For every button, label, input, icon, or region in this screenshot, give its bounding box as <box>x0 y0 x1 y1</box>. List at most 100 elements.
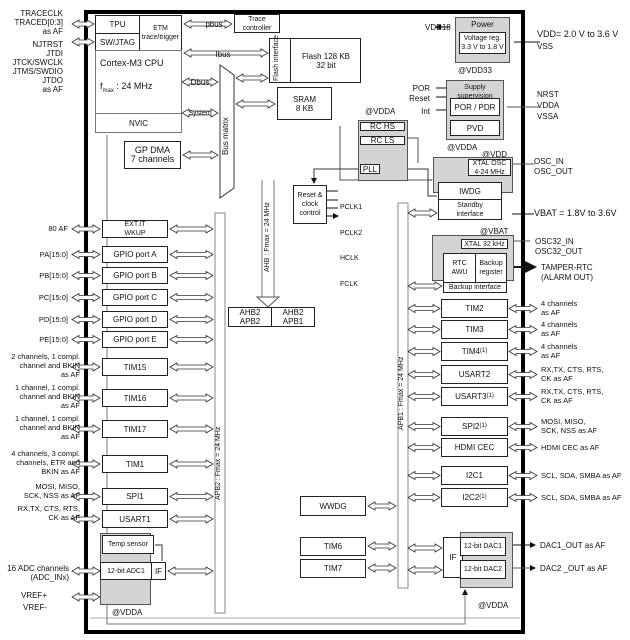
apb1-arrow <box>407 303 441 314</box>
dac-vdda-label: @VDDA <box>478 601 509 610</box>
left-peripheral-pin-label: 1 channel, 1 compl. channel and BKIN as … <box>14 414 80 441</box>
clock-output-hclk: HCLK <box>340 255 359 262</box>
ahb2-apb2-bridge: AHB2 APB2 <box>228 307 272 327</box>
trace-controller-block: Trace controller <box>234 14 280 33</box>
clock-output-pclk1: PCLK1 <box>340 204 363 211</box>
cpu-fmax: fmax : 24 MHz <box>100 82 152 96</box>
nvic-block: NVIC <box>95 113 182 133</box>
right-peripheral-block: HDMI CEC <box>441 438 508 457</box>
right-peripheral-name: USART3 <box>455 392 487 401</box>
right-peripheral-block: I2C1 <box>441 466 508 485</box>
tpu-block: TPU <box>95 15 140 34</box>
ahb-bus-line <box>261 180 275 297</box>
left-peripheral-pin-label: PA[15:0] <box>39 250 68 259</box>
vdda-supply-label: @VDDA <box>447 143 478 152</box>
right-peripheral-block: TIM2 <box>441 299 508 318</box>
adc-if-block: IF <box>151 562 166 580</box>
right-peripheral-name: I2C1 <box>466 471 483 480</box>
apb2-arrow <box>169 249 214 260</box>
reset-clock-control-block: Reset & clock control <box>293 185 327 224</box>
xtal-osc-block: XTAL OSC 4-24 MHz <box>468 159 511 176</box>
io-arrow-left <box>71 292 101 303</box>
right-peripheral-pin-label: MOSI, MISO, SCK, NSS as AF <box>541 417 598 435</box>
apb1-arrow <box>407 470 441 481</box>
ahb-label: AHB : Fmax = 24 MHz <box>264 202 271 272</box>
backup-register-block: Backup register <box>475 253 507 283</box>
right-peripheral-name: TIM2 <box>465 304 484 313</box>
apb1-bus-bar <box>397 202 409 589</box>
clock-output-fclk: FCLK <box>340 280 358 288</box>
rc-ls-block: RC LS <box>360 136 405 145</box>
right-peripheral-pin-label: RX,TX, CTS, RTS, CK as AF <box>541 365 604 383</box>
sram-arrow <box>235 99 276 109</box>
backup-interface-block: Backup interface <box>443 282 507 293</box>
tamper-rtc-label: TAMPER-RTC (ALARM OUT) <box>541 263 593 282</box>
left-peripheral-pin-label: PE[15:0] <box>39 335 68 344</box>
flash-interface-block: Flash interface <box>269 35 291 83</box>
vss-label: VSS <box>537 42 554 51</box>
standby-bus-arrow <box>407 208 438 218</box>
power-title: Power <box>471 20 494 29</box>
apb1-arrow <box>407 442 441 453</box>
io-arrow-right <box>508 492 538 503</box>
apb1-arrow <box>407 421 441 432</box>
right-peripheral-footnote: (1) <box>479 423 487 429</box>
apb1-label: APB1 : Fmax = 24 MHz <box>398 356 405 430</box>
reset-label: Reset <box>409 94 430 103</box>
io-arrow-left <box>71 393 101 403</box>
flash-arrow <box>235 73 269 83</box>
vdd33-label: @VDD33 <box>458 66 492 75</box>
apb2-arrow <box>169 224 214 234</box>
temp-sensor-link <box>155 544 163 561</box>
io-arrow-right <box>508 442 538 453</box>
left-peripheral-block: GPIO port B <box>102 267 168 284</box>
adc1-block: 12-bit ADC1 <box>100 562 152 580</box>
io-arrow-left <box>71 459 101 469</box>
ibus-label: Ibus <box>215 50 231 59</box>
left-peripheral-pin-label: MOSI, MISO, SCK, NSS as AF <box>23 482 80 500</box>
vdd-label: @VDD <box>482 150 508 159</box>
osc-pins-label: OSC_IN OSC_OUT <box>534 157 573 176</box>
xtal-32khz-block: XTAL 32 kHz <box>461 239 508 249</box>
left-peripheral-block: GPIO port D <box>102 311 168 328</box>
left-peripheral-block: GPIO port A <box>102 246 168 263</box>
left-peripheral-block: EXT.IT WKUP <box>102 220 168 238</box>
vbat-range-label: VBAT = 1.8V to 3.6V <box>534 208 617 218</box>
right-peripheral-footnote: (1) <box>479 494 487 500</box>
left-peripheral-pin-label: 4 channels, 3 compl. channels, ETR and B… <box>11 449 80 476</box>
bus-matrix-label: Bus matrix <box>221 117 230 155</box>
apb1-arrow <box>407 324 441 335</box>
io-arrow-right <box>508 421 538 432</box>
supply-out-arrows <box>436 27 450 111</box>
right-peripheral-block: SPI2(1) <box>441 417 508 436</box>
adc-bus-arrow <box>167 566 214 576</box>
apb1-arrow <box>407 346 441 357</box>
right-peripheral-block: TIM4(1) <box>441 342 508 361</box>
fmax-prefix: f <box>100 81 103 91</box>
gp-dma-block: GP DMA 7 channels <box>124 141 181 169</box>
wwdg-block: WWDG <box>300 496 366 516</box>
right-peripheral-name: I2C2 <box>462 493 480 502</box>
left-peripheral-block: TIM17 <box>102 420 168 438</box>
swjtag-block: SW/JTAG <box>95 33 140 51</box>
right-peripheral-pin-label: 4 channels as AF <box>541 299 578 317</box>
apb2-arrow <box>169 292 214 303</box>
tim6-block: TIM6 <box>300 537 366 556</box>
io-arrow-left <box>71 491 101 502</box>
apb1-arrow <box>407 369 441 380</box>
left-peripheral-pin-label: PC[15:0] <box>38 293 68 302</box>
right-peripheral-pin-label: HDMI CEC as AF <box>541 443 600 452</box>
right-peripheral-pin-label: SCL, SDA, SMBA as AF <box>541 471 622 480</box>
jtag-pins-label: NJTRST JTDI JTCK/SWCLK JTMS/SWDIO JTDO a… <box>12 40 63 94</box>
osc32-pins-label: OSC32_IN OSC32_OUT <box>535 237 583 256</box>
fmax-sub: max <box>102 87 114 94</box>
supply-title: Supply supervision <box>457 84 493 100</box>
io-arrow-right <box>508 470 538 481</box>
dac1-block: 12-bit DAC1 <box>460 537 506 556</box>
left-peripheral-pin-label: 2 channels, 1 compl. channel and BKIN as… <box>11 352 80 379</box>
dac-if-block: IF <box>443 537 463 578</box>
trace-pins-label: TRACECLK TRACED[0:3] as AF <box>14 9 63 36</box>
left-peripheral-block: GPIO port E <box>102 331 168 348</box>
clock-output-pclk2: PCLK2 <box>340 229 363 237</box>
right-peripheral-block: I2C2(1) <box>441 488 508 507</box>
